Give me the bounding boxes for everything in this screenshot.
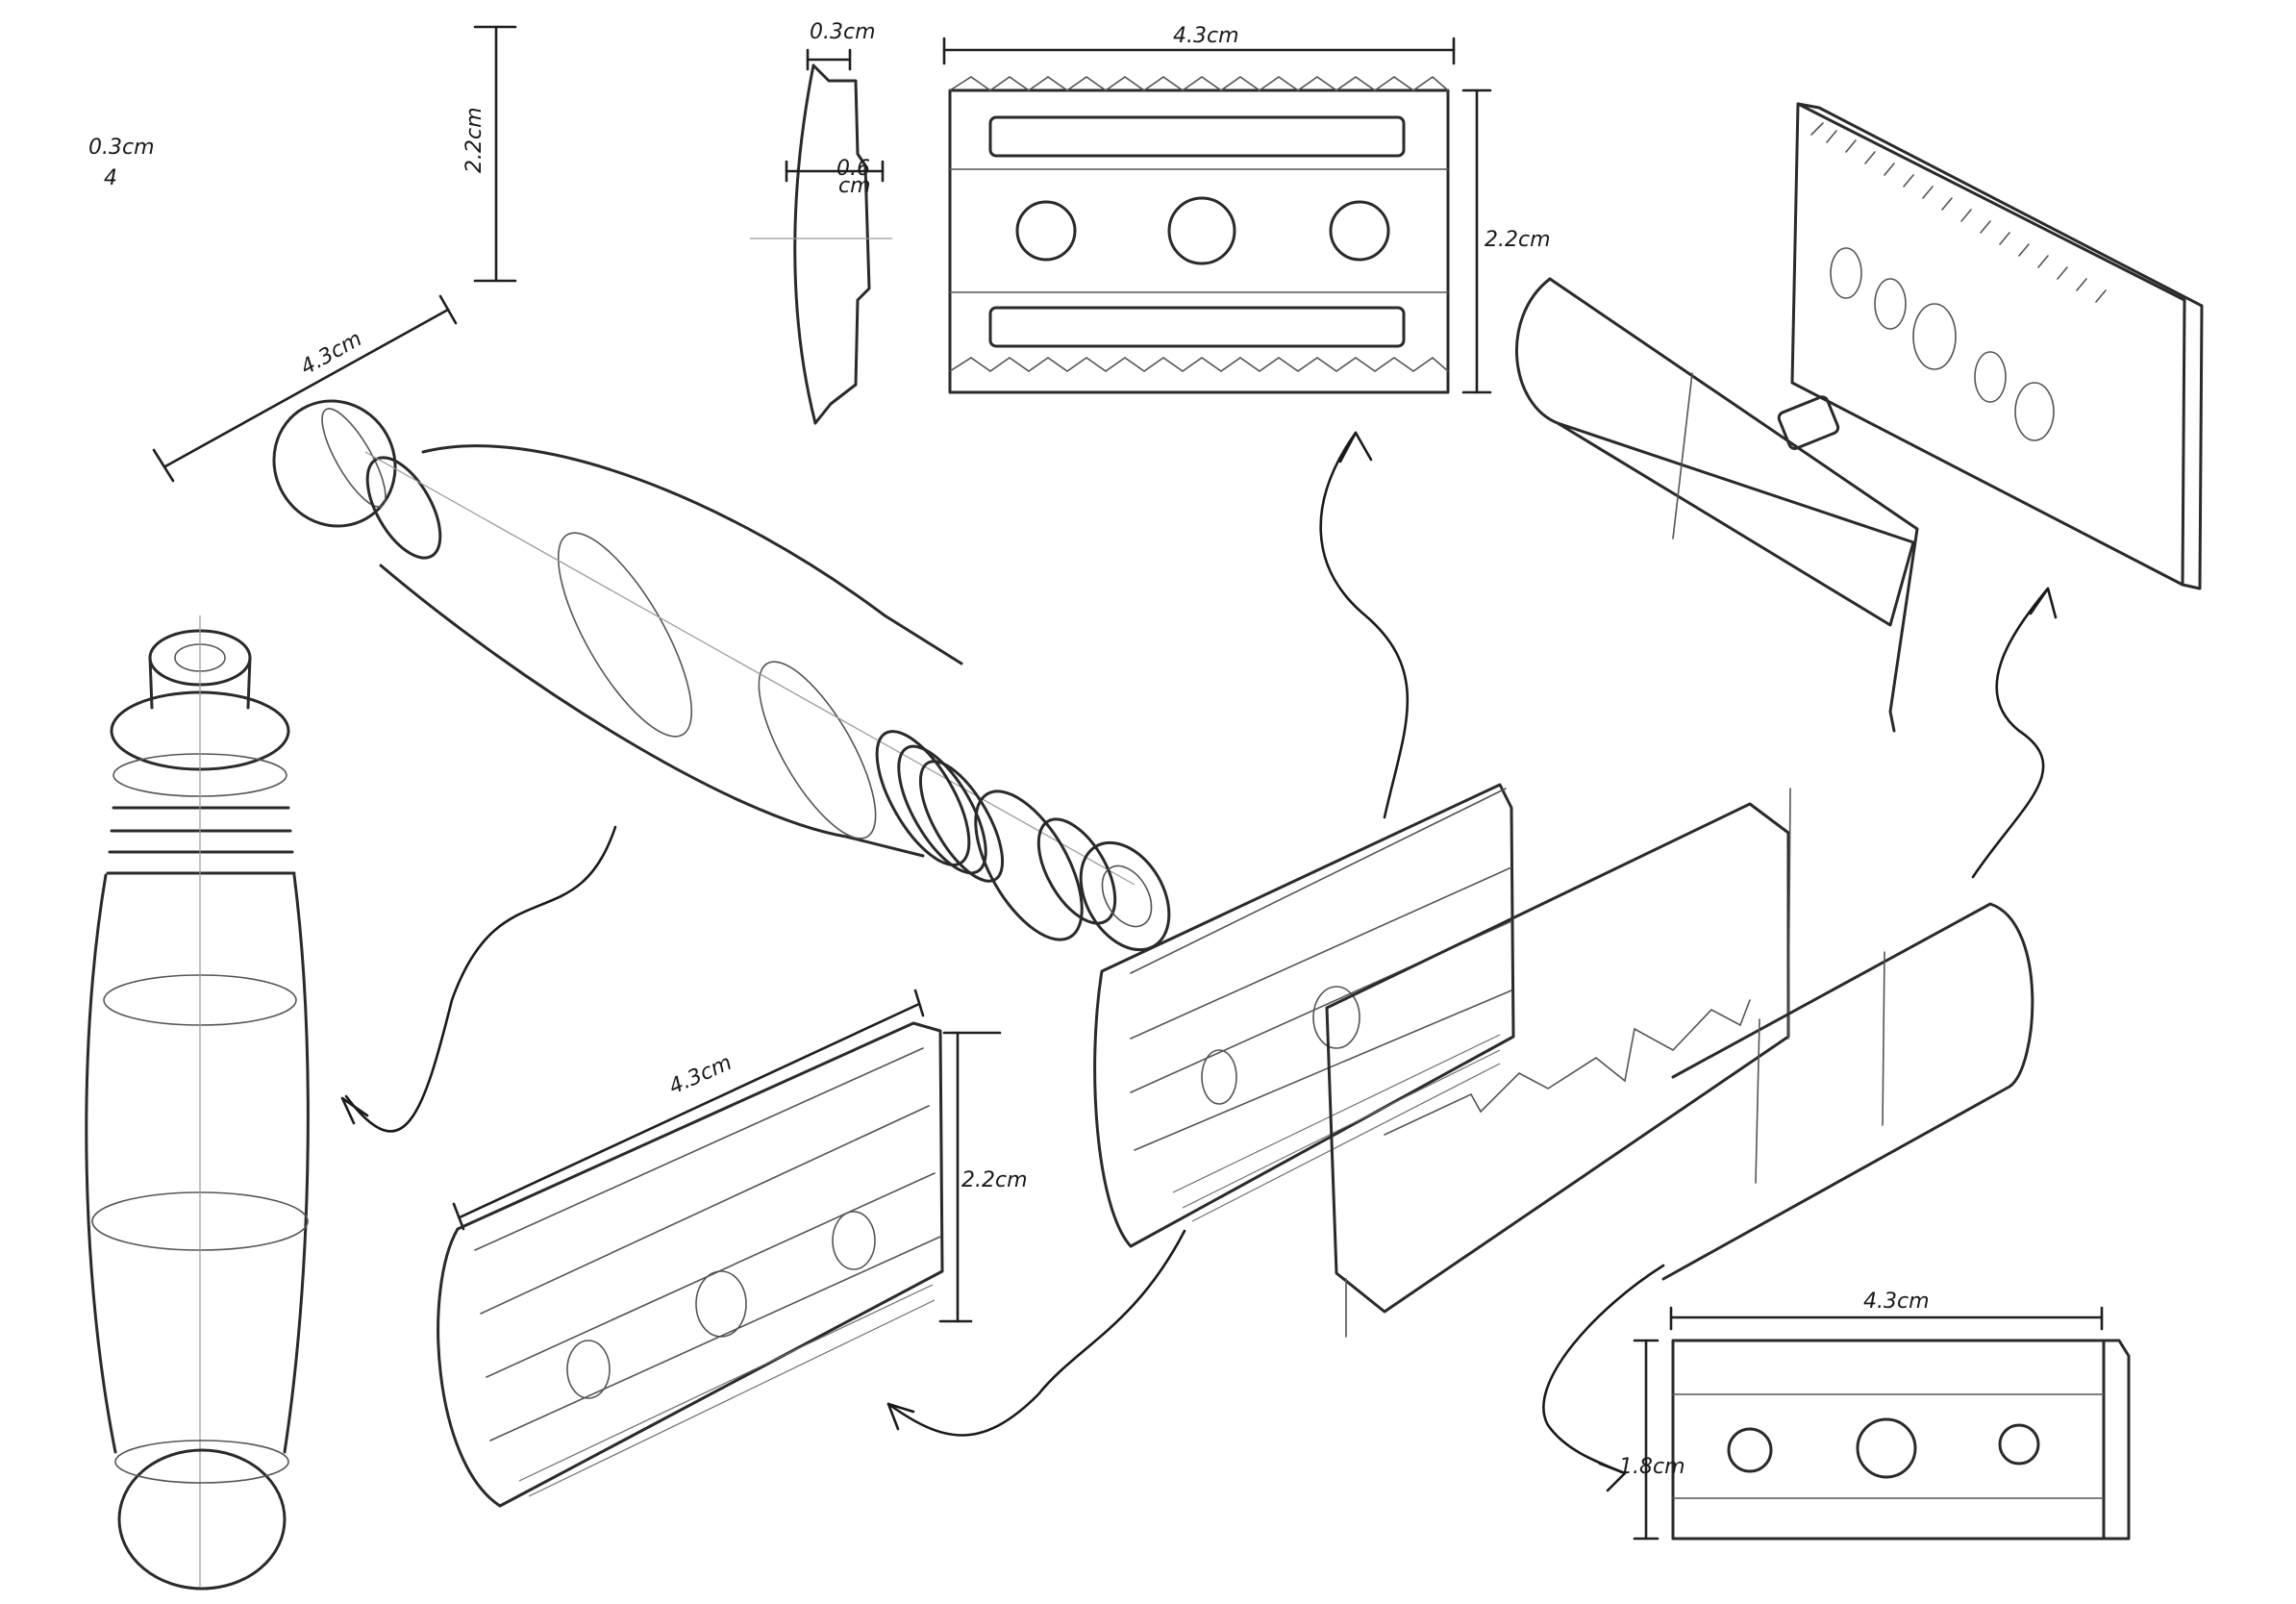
head-exploded-detail-view [1514, 102, 2204, 733]
flow-arrow-top-right [1971, 587, 2050, 879]
flow-arrow-handle [344, 825, 617, 1133]
top-plate-height-label: 2.2cm [1485, 228, 1551, 252]
head-top-plate-isometric-view: 4.3cm 2.2cm [437, 989, 1028, 1508]
flow-arrow-iso-plate [886, 1229, 1186, 1437]
side-depth-unit: cm [838, 174, 871, 198]
corner-note-index: 4 [104, 166, 117, 190]
head-exploded-assembly [1093, 783, 2034, 1338]
handle-isometric-view [272, 399, 1171, 952]
flow-arrow-base [1542, 1264, 1665, 1475]
flow-arrow-top-plate [1319, 431, 1410, 819]
handle-length-label: 4.3cm [297, 327, 366, 380]
height-label-top-left: 2.2cm [462, 107, 487, 173]
side-thickness-label: 0.3cm [810, 20, 876, 44]
base-plate-height-label: 1.8cm [1619, 1455, 1685, 1479]
iso-plate-height-label: 2.2cm [961, 1168, 1028, 1192]
height-dimension-top-left: 2.2cm [462, 25, 517, 283]
top-plate-width-label: 4.3cm [1173, 24, 1239, 48]
head-top-plate-front-view: 4.3cm 2.2cm [942, 24, 1551, 394]
base-plate-width-label: 4.3cm [1863, 1290, 1930, 1314]
corner-note: 0.3cm 4 [88, 136, 155, 190]
handle-length-dimension: 4.3cm [152, 294, 458, 483]
iso-plate-width-label: 4.3cm [665, 1051, 736, 1100]
handle-vertical-view [85, 615, 310, 1591]
base-plate-view: 4.3cm 1.8cm [1619, 1290, 2131, 1541]
side-depth-value: 0.6 [836, 157, 870, 181]
head-side-profile: 0.3cm 0.6 cm [750, 20, 892, 425]
corner-note-size: 0.3cm [88, 136, 155, 160]
